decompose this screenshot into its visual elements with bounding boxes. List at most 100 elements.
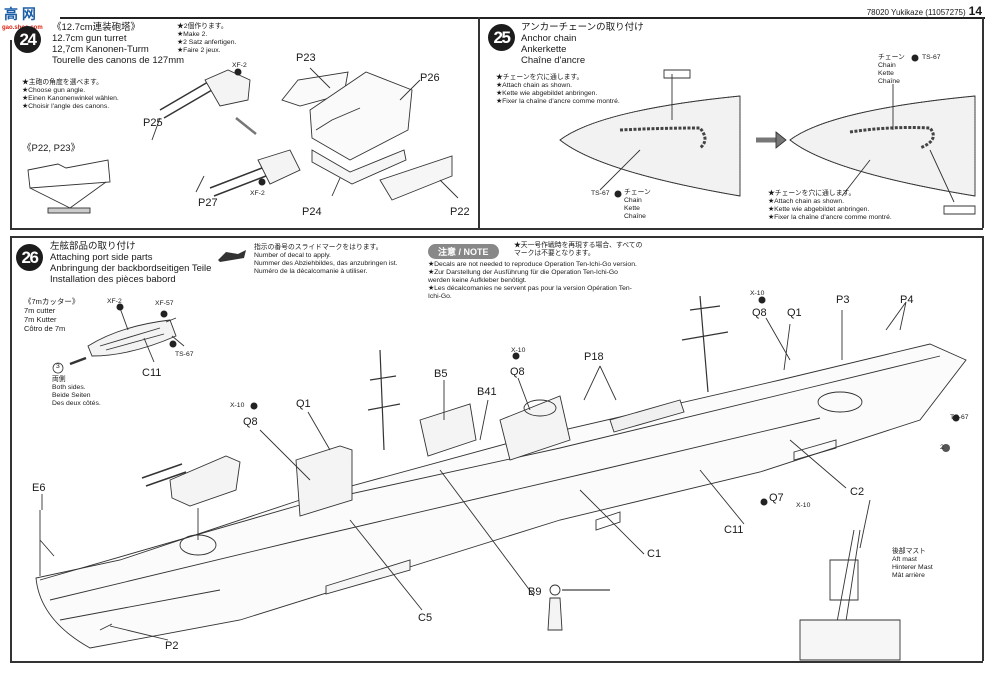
note-line: ★Attach chain as shown.: [496, 82, 572, 89]
label-line: Mât arrière: [892, 572, 925, 579]
decal-slide-icon: [218, 250, 246, 262]
note-line: ★Decals are not needed to reproduce Oper…: [428, 261, 637, 268]
paint-ts67-a: TS-67: [591, 190, 610, 197]
note-line: ★Kette wie abgebildet anbringen.: [768, 206, 870, 213]
step-26-title: 左舷部品の取り付け Attaching port side parts Anbr…: [50, 241, 211, 285]
part-p23: P23: [296, 52, 316, 64]
note-line: Numéro de la décalcomanie à utiliser.: [254, 268, 368, 275]
label-line: 後部マスト: [892, 548, 926, 555]
anchor-chain-diagram: [559, 54, 976, 215]
note-line: ★Choose gun angle.: [22, 87, 86, 94]
part-c11: C11: [724, 524, 744, 536]
page-number: 14: [968, 4, 982, 18]
part-q8-a: Q8: [243, 416, 258, 428]
decal-ref-2: 2: [940, 444, 944, 451]
frame-bottom: [10, 661, 983, 663]
label-line: 7m Kutter: [24, 315, 57, 324]
note-line: ★Make 2.: [177, 31, 208, 38]
note-jp: ★天一号作戦時を再現する場合、すべての マークは不要となります。: [514, 242, 642, 258]
label-line: Des deux côtés.: [52, 400, 101, 407]
note-line: ★Les décalcomanies ne servent pas pour l…: [428, 285, 632, 292]
part-q1-a: Q1: [296, 398, 311, 410]
frame-right-top: [982, 17, 984, 228]
label-line: チェーン: [624, 189, 651, 196]
note-lines: ★Decals are not needed to reproduce Oper…: [428, 261, 637, 301]
note-line: Ichi-Go.: [428, 293, 452, 300]
note-line: ★主砲の角度を選べます。: [22, 79, 103, 86]
part-p4: P4: [900, 294, 914, 306]
step-24-badge: 24: [14, 26, 41, 53]
title-de: Ankerkette: [521, 44, 567, 55]
chain-label-b: チェーン Chain Kette Chaîne: [878, 54, 905, 86]
part-c2: C2: [850, 486, 865, 498]
part-c5: C5: [418, 612, 433, 624]
label-line: 《7mカッター》: [24, 297, 80, 306]
note-line: werden keine Aufkleber benötigt.: [428, 277, 527, 284]
title-jp: 《12.7cm連装砲塔》: [52, 22, 141, 33]
step-25-badge: 25: [488, 24, 515, 51]
angle-notes: ★主砲の角度を選べます。 ★Choose gun angle. ★Einen K…: [22, 79, 119, 111]
note-line: 指示の番号のスライドマークをはります。: [254, 244, 383, 251]
label-line: Aft mast: [892, 556, 917, 563]
paint-xf2-b: XF-2: [250, 190, 265, 197]
title-jp: 左舷部品の取り付け: [50, 241, 136, 252]
note-line: Number of decal to apply.: [254, 252, 331, 259]
title-de: Anbringung der backbordseitigen Teile: [50, 263, 212, 274]
label-line: Chaîne: [624, 213, 646, 220]
part-q7: Q7: [769, 492, 784, 504]
part-p3: P3: [836, 294, 850, 306]
part-q8-c: Q8: [752, 307, 767, 319]
title-en: 12.7cm gun turret: [52, 33, 127, 44]
note-line: ★チェーンを穴に通します。: [768, 190, 856, 197]
paint-ts67-c: TS-67: [950, 414, 969, 421]
paint-x10-q7: X-10: [796, 502, 811, 509]
part-p22: P22: [450, 206, 470, 218]
chain-label-a: チェーン Chain Kette Chaîne: [624, 189, 651, 221]
note-line: ★Fixer la chaîne d'ancre comme montré.: [768, 214, 892, 221]
part-b9: B9: [528, 586, 542, 598]
paint-ts67-b: TS-67: [922, 54, 941, 61]
decal-notes: 指示の番号のスライドマークをはります。 Number of decal to a…: [254, 244, 398, 276]
paint-xf2-a: XF-2: [232, 62, 247, 69]
label-line: Chaîne: [878, 78, 900, 85]
step-25-title: アンカーチェーンの取り付け Anchor chain Ankerkette Ch…: [521, 22, 644, 66]
label-line: Chain: [878, 62, 896, 69]
label-line: Côtro de 7m: [24, 324, 66, 333]
label-line: 7m cutter: [24, 306, 56, 315]
label-line: Chain: [624, 197, 642, 204]
paint-x10-c: X-10: [750, 290, 765, 297]
cutter-title: 《7mカッター》 7m cutter 7m Kutter Côtro de 7m: [24, 297, 79, 333]
part-p2: P2: [165, 640, 179, 652]
title-en: Anchor chain: [521, 33, 577, 44]
paint-x10-a: X-10: [230, 402, 245, 409]
part-p18: P18: [584, 351, 604, 363]
note-line: ★Zur Darstellung der Ausführung für die …: [428, 269, 618, 276]
note-line: Nummer des Abziehbildes, das anzubringen…: [254, 260, 398, 267]
both-sides-note: 両側 Both sides. Beide Seiten Des deux côt…: [52, 376, 101, 408]
note-line: ★Attach chain as shown.: [768, 198, 844, 205]
label-line: Kette: [878, 70, 894, 77]
note-line: ★Einen Kanonenwinkel wählen.: [22, 95, 119, 102]
cutter-paint-xf57: XF-57: [155, 300, 174, 307]
label-line: Kette: [624, 205, 640, 212]
part-p26: P26: [420, 72, 440, 84]
title-fr: Chaîne d'ancre: [521, 55, 586, 66]
part-q1-b: Q1: [787, 307, 802, 319]
frame-divider: [478, 17, 480, 228]
inset-label: 《P22, P23》: [22, 143, 81, 154]
decal-number: 3: [56, 363, 60, 370]
label-line: 両側: [52, 376, 66, 383]
part-b5: B5: [434, 368, 448, 380]
chain-notes: ★チェーンを穴に通します。 ★Attach chain as shown. ★K…: [496, 74, 620, 106]
chain-notes-b: ★チェーンを穴に通します。 ★Attach chain as shown. ★K…: [768, 190, 892, 222]
part-q8-b: Q8: [510, 366, 525, 378]
aft-mast-label: 後部マスト Aft mast Hinterer Mast Mât arrière: [892, 548, 933, 580]
note-line: ★Choisir l'angle des canons.: [22, 103, 110, 110]
note-line: ★Fixer la chaîne d'ancre comme montré.: [496, 98, 620, 105]
part-p24: P24: [302, 206, 322, 218]
part-p25: P25: [143, 117, 163, 129]
label-line: Both sides.: [52, 384, 86, 391]
title-en: Attaching port side parts: [50, 252, 153, 263]
frame-bottom-top: [10, 228, 983, 230]
